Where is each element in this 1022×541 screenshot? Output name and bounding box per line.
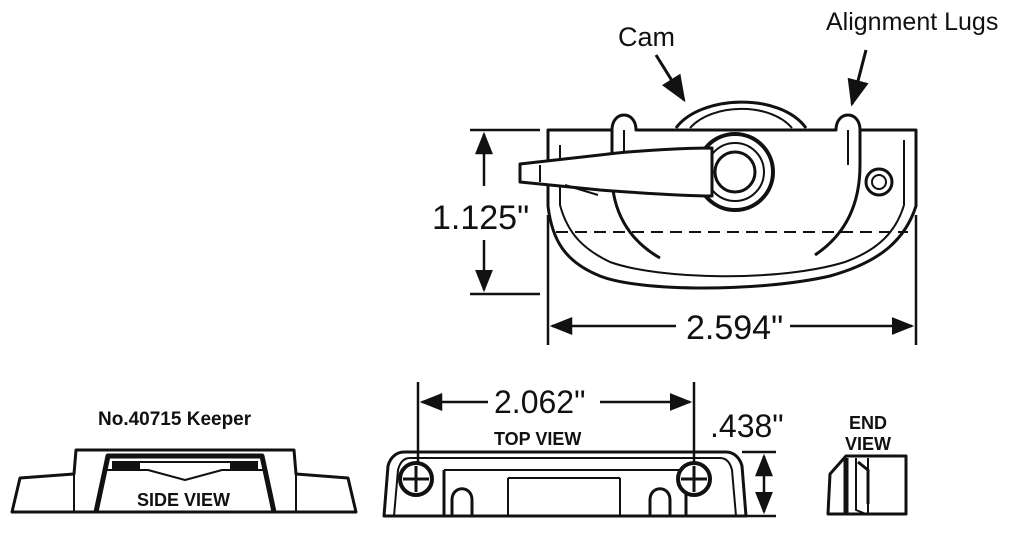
end-view-label-line2: VIEW [845, 434, 891, 454]
keeper-end-view [826, 454, 908, 516]
screw-hole-right [864, 167, 894, 197]
end-view-label-line1: END [849, 413, 887, 433]
dimension-keeper-height [742, 450, 776, 518]
lock-width-label: 2.594" [686, 309, 783, 347]
lock-handle [518, 146, 714, 198]
keeper-side-view [10, 448, 358, 514]
keeper-title: No.40715 Keeper [98, 409, 252, 430]
dimension-keeper-width [416, 382, 696, 462]
dimension-lock-width [546, 215, 918, 345]
dimension-lock-height [470, 128, 540, 296]
top-view-label: TOP VIEW [494, 429, 581, 449]
callouts [654, 49, 869, 107]
cam-label: Cam [618, 22, 675, 52]
alignment-lugs-label: Alignment Lugs [826, 8, 998, 36]
side-view-label: SIDE VIEW [137, 490, 230, 510]
keeper-top-view [382, 450, 748, 518]
lock-height-label: 1.125" [432, 199, 529, 237]
cam-disc [674, 100, 808, 129]
keeper-height-label: .438" [710, 408, 784, 444]
sash-lock-drawing [518, 100, 918, 290]
keeper-width-label: 2.062" [494, 384, 585, 420]
